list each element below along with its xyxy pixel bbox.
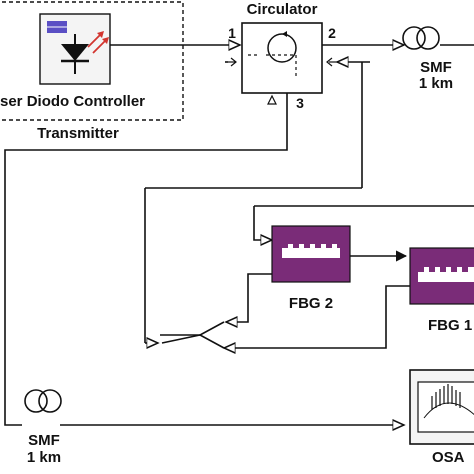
- fbg-2-label: FBG 2: [289, 295, 333, 312]
- spectrum-analyzer-icon: [409, 369, 474, 445]
- smf-top-length: 1 km: [419, 75, 453, 92]
- circulator-icon: [228, 22, 337, 105]
- controller-label: ser Diodo Controller: [0, 93, 145, 110]
- port-2-label: 2: [328, 25, 336, 41]
- transmitter-group: [0, 1, 184, 121]
- osa-label: OSA: [432, 449, 465, 466]
- circulator-title: Circulator: [247, 1, 318, 18]
- smf-top-name: SMF: [420, 59, 452, 76]
- smf-bottom-length: 1 km: [27, 449, 61, 466]
- port-1-label: 1: [228, 25, 236, 41]
- laser-diode-icon: [39, 13, 111, 85]
- fbg-1-block: [409, 247, 474, 305]
- fbg-1-label: FBG 1: [428, 317, 472, 334]
- fiber-spool-icon: [24, 389, 62, 413]
- port-3-label: 3: [296, 95, 304, 111]
- fbg-2-block: [271, 225, 351, 283]
- transmitter-label: Transmitter: [37, 125, 119, 142]
- fiber-spool-icon: [402, 26, 440, 50]
- smf-bottom-name: SMF: [28, 432, 60, 449]
